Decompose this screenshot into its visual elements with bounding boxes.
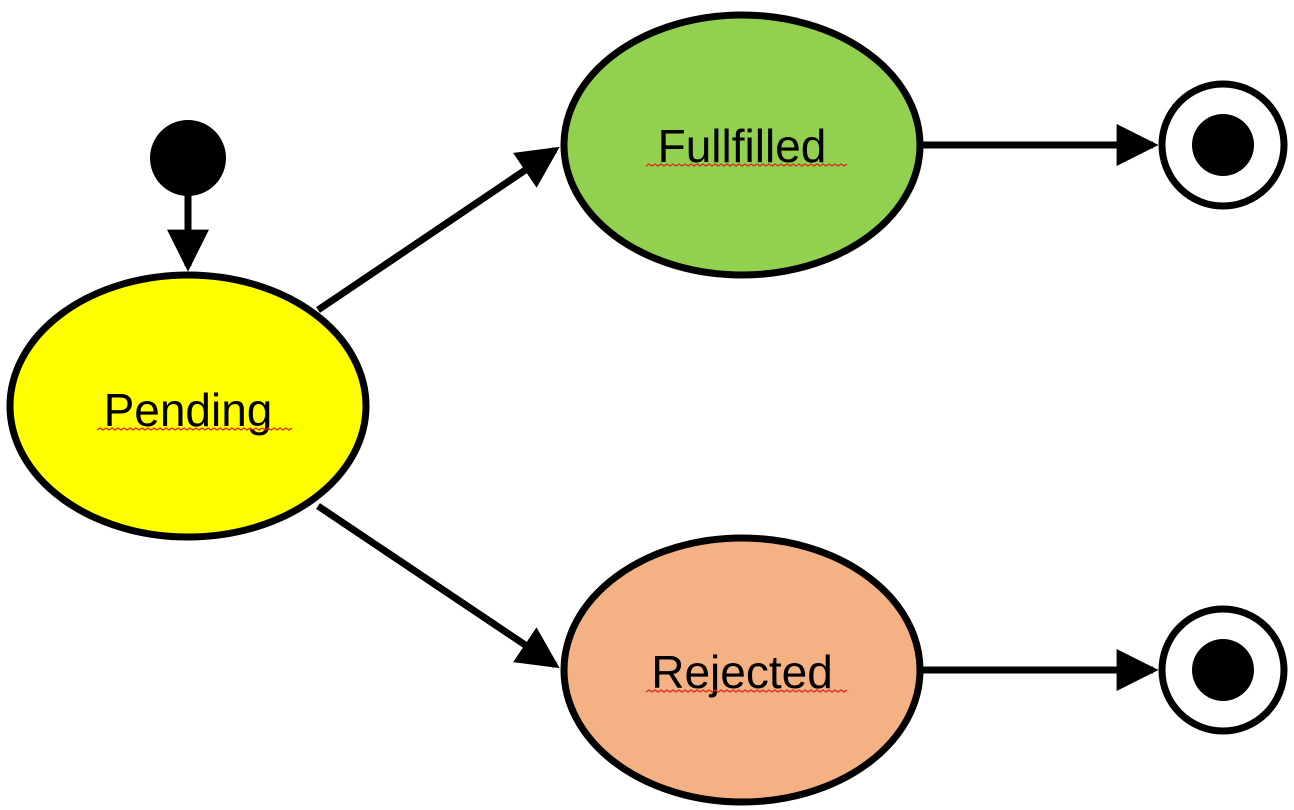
- transition-pending-to-fulfilled: [316, 146, 560, 313]
- state-pending: Pending: [6, 271, 370, 541]
- state-fulfilled: Fullfilled: [560, 11, 924, 279]
- final-state-dot: [1192, 114, 1254, 176]
- initial-state: [150, 120, 226, 196]
- state-pending-label: Pending: [104, 384, 273, 436]
- state-rejected: Rejected: [560, 534, 924, 806]
- spellcheck-underline: [96, 427, 293, 431]
- state-fulfilled-label: Fullfilled: [658, 120, 827, 172]
- final-state-fulfilled: [1158, 80, 1288, 210]
- state-fulfilled-shape: [560, 11, 924, 279]
- spellcheck-underline: [645, 163, 848, 167]
- state-pending-shape: [6, 271, 370, 541]
- final-state-dot: [1192, 639, 1254, 701]
- state-rejected-shape: [560, 534, 924, 806]
- transition-pending-to-rejected: [316, 503, 560, 669]
- state-rejected-label: Rejected: [651, 646, 833, 698]
- spellcheck-underline: [645, 689, 848, 693]
- final-state-rejected: [1158, 605, 1288, 735]
